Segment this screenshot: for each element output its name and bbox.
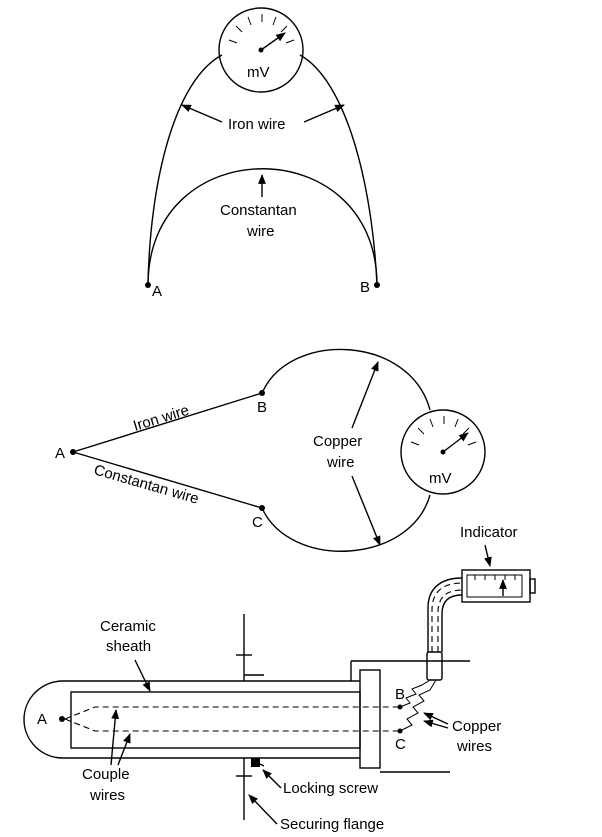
iron-wire-left <box>147 54 223 286</box>
ceramic-label-1: Ceramic <box>100 618 156 635</box>
securing-flange-arrow <box>248 794 278 825</box>
copper-wire-bottom <box>261 494 431 552</box>
junction-b-label-2: B <box>257 399 267 416</box>
diagram-basic-thermocouple: mV Iron wire Constantan wire A B <box>145 7 380 300</box>
locking-screw-arrow <box>262 769 282 789</box>
indicator-arrow <box>484 544 492 567</box>
copper-wire-label-2: wire <box>326 454 355 471</box>
junction-a-label-3: A <box>37 711 47 728</box>
locking-screw-label: Locking screw <box>283 780 378 797</box>
meter-needle <box>260 32 286 51</box>
copper-wire-zig1 <box>399 679 431 708</box>
constantan-label-2: wire <box>246 223 275 240</box>
junction-b-label-3: B <box>395 686 405 703</box>
outer-sheath <box>23 680 360 759</box>
couple-wires-label-1: Couple <box>82 766 130 783</box>
copper-wires-arrow-2 <box>423 719 449 729</box>
copper-wire-top <box>261 348 431 411</box>
couple-wire-top <box>64 706 400 720</box>
iron-wire-label: Iron wire <box>228 116 286 133</box>
millivoltmeter-2: mV <box>400 409 486 495</box>
connector-plug <box>426 651 443 681</box>
copper-wires-arrow-1 <box>423 712 449 725</box>
meter-unit-label: mV <box>247 64 270 81</box>
copper-wire-label-1: Copper <box>313 433 362 450</box>
iron-arrow-right <box>303 104 345 123</box>
constantan-wire <box>147 168 378 286</box>
copper-arrow-down <box>351 475 381 546</box>
junction-c-dot <box>259 505 265 511</box>
junction-c-label-3: C <box>395 736 406 753</box>
ceramic-label-2: sheath <box>106 638 151 655</box>
diagram-industrial-thermocouple: Indicator Ceramic sheath A B C Copper wi… <box>23 524 536 833</box>
iron-wire-right <box>299 54 378 286</box>
junction-c-label-2: C <box>252 514 263 531</box>
couple-arrow-1 <box>110 709 120 766</box>
couple-wire-bottom <box>64 718 400 732</box>
meter-unit-label-2: mV <box>429 470 452 487</box>
meter-scale-ticks <box>228 14 295 44</box>
securing-flange-label: Securing flange <box>280 816 384 833</box>
copper-wires-label-2: wires <box>456 738 492 755</box>
iron-arrow-left <box>181 104 223 123</box>
constantan-label-1: Constantan <box>220 202 297 219</box>
junction-a-dot-3 <box>59 716 65 722</box>
junction-a-label-2: A <box>55 445 65 462</box>
copper-wires-label-1: Copper <box>452 718 501 735</box>
constantan-wire <box>72 451 263 509</box>
junction-b-dot <box>374 282 380 288</box>
copper-arrow-up <box>351 361 379 429</box>
locking-screw-head <box>251 758 260 767</box>
head-flange <box>359 669 381 769</box>
indicator-label: Indicator <box>460 524 518 541</box>
junction-a-label: A <box>152 283 162 300</box>
iron-wire-label-2: Iron wire <box>131 402 191 435</box>
millivoltmeter: mV <box>218 7 304 93</box>
couple-wires-label-2: wires <box>89 787 125 804</box>
junction-b-label: B <box>360 279 370 296</box>
iron-wire <box>72 392 263 453</box>
junction-b-dot <box>259 390 265 396</box>
couple-arrow-2 <box>117 733 131 766</box>
junction-a-dot <box>70 449 76 455</box>
ceramic-sheath <box>70 691 361 749</box>
junction-a-dot <box>145 282 151 288</box>
ceramic-arrow <box>134 659 151 692</box>
indicator-box <box>461 569 536 603</box>
diagram-cold-junction-circuit: mV A B C Iron wire Constantan wire Coppe… <box>55 348 486 552</box>
